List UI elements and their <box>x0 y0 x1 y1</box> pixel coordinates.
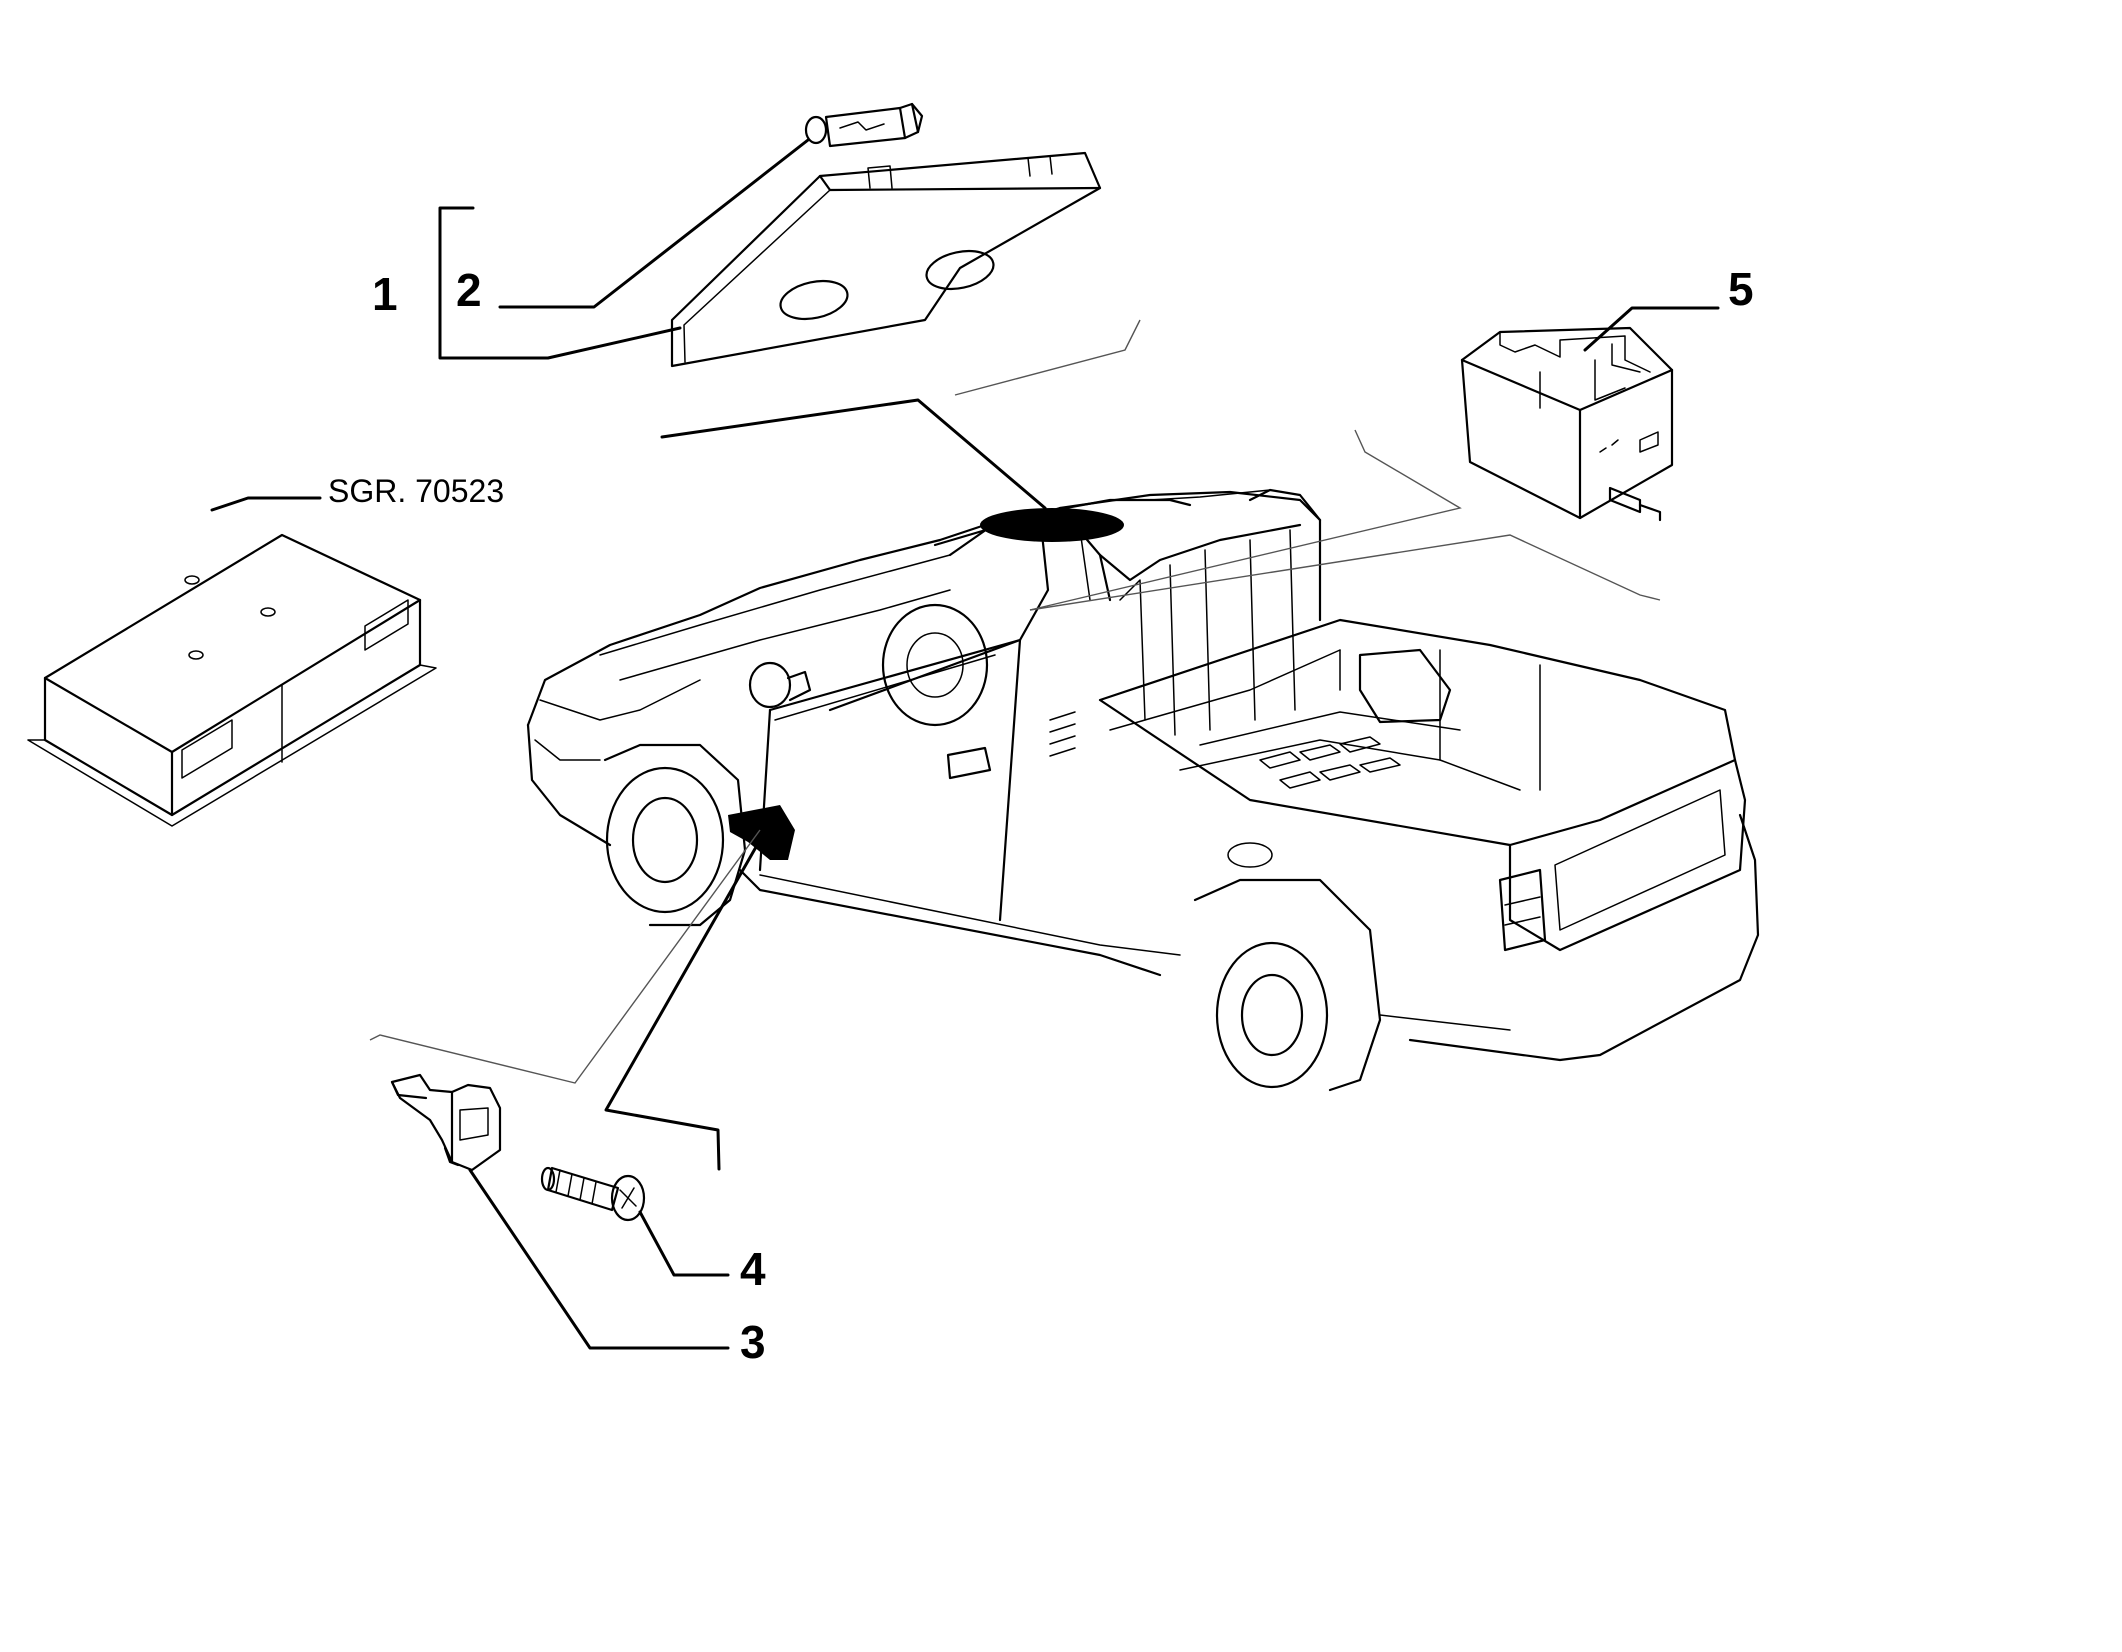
bracket-1 <box>438 206 682 360</box>
leader-roof-lamp <box>660 398 1047 510</box>
roof-lamp-location <box>980 508 1124 542</box>
screw <box>540 1166 646 1222</box>
callout-1: 1 <box>372 268 398 320</box>
callout-2: 2 <box>456 264 482 316</box>
reference-label: SGR. 70523 <box>328 473 504 509</box>
festoon-bulb <box>804 102 924 148</box>
leader-5 <box>1583 306 1720 352</box>
pointer-lines <box>369 319 1661 1084</box>
callout-5: 5 <box>1728 263 1754 315</box>
leader-3 <box>468 1168 730 1350</box>
callout-4: 4 <box>740 1243 766 1295</box>
leader-4 <box>638 1210 730 1277</box>
door-switch <box>390 1073 502 1172</box>
leader-door-switch <box>604 838 762 1171</box>
leader-sgr <box>210 496 322 512</box>
callout-3: 3 <box>740 1316 766 1368</box>
courtesy-light-housing <box>670 151 1102 368</box>
relay-module <box>1460 326 1674 522</box>
leader-2 <box>498 138 810 309</box>
leader-lines <box>210 138 1720 1350</box>
control-unit-box <box>27 533 437 827</box>
door-switch-location <box>728 805 795 860</box>
pickup-vehicle <box>526 488 1760 1092</box>
